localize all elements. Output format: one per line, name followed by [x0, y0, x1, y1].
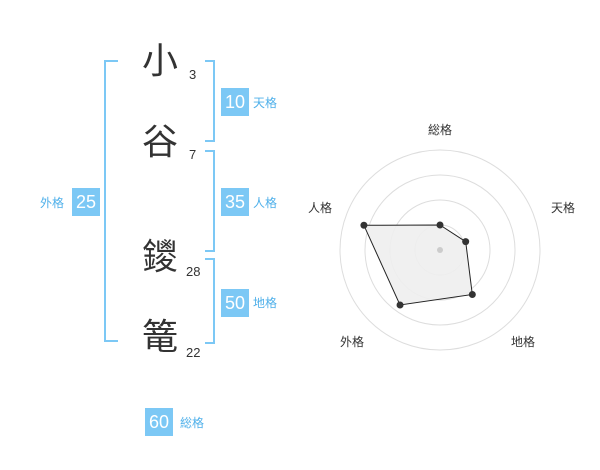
chikaku-label: 地格 — [253, 296, 278, 310]
radar-ring-3 — [364, 174, 516, 326]
bracket-tenkaku — [205, 60, 215, 142]
axis-label-chikaku: 地格 — [511, 335, 536, 349]
jinkaku-value: 35 — [221, 188, 249, 216]
gaikaku-label: 外格 — [40, 196, 65, 210]
stroke-count-4: 22 — [186, 345, 201, 360]
bracket-chikaku — [205, 258, 215, 344]
tenkaku-label: 天格 — [253, 96, 278, 110]
radar-point-3 — [396, 301, 404, 309]
stroke-count-3: 28 — [186, 264, 201, 279]
bracket-jinkaku — [205, 150, 215, 252]
radar-point-4 — [360, 221, 368, 229]
axis-label-gaikaku: 外格 — [340, 335, 365, 349]
chikaku-value: 50 — [221, 289, 249, 317]
radar-series-polygon — [363, 224, 473, 306]
gaikaku-value: 25 — [72, 188, 100, 216]
radar-point-1 — [462, 238, 470, 246]
stroke-count-2: 7 — [189, 147, 197, 162]
name-char-1: 小 — [142, 41, 179, 82]
radar-point-2 — [468, 290, 476, 298]
name-char-4: 篭 — [142, 317, 179, 358]
bracket-gaikaku — [104, 60, 118, 342]
name-char-3: 鑁 — [142, 237, 179, 278]
radar-point-0 — [436, 221, 444, 229]
radar-ring-4 — [339, 149, 541, 351]
axis-label-tenkaku: 天格 — [551, 201, 576, 215]
tenkaku-value: 10 — [221, 88, 249, 116]
name-char-2: 谷 — [142, 122, 179, 163]
soukaku-label: 総格 — [180, 416, 205, 430]
axis-label-jinkaku: 人格 — [308, 201, 333, 215]
stroke-count-1: 3 — [189, 67, 197, 82]
jinkaku-label: 人格 — [253, 196, 278, 210]
axis-label-soukaku: 総格 — [428, 123, 453, 137]
radar-center-dot — [437, 247, 443, 253]
soukaku-value: 60 — [145, 408, 173, 436]
